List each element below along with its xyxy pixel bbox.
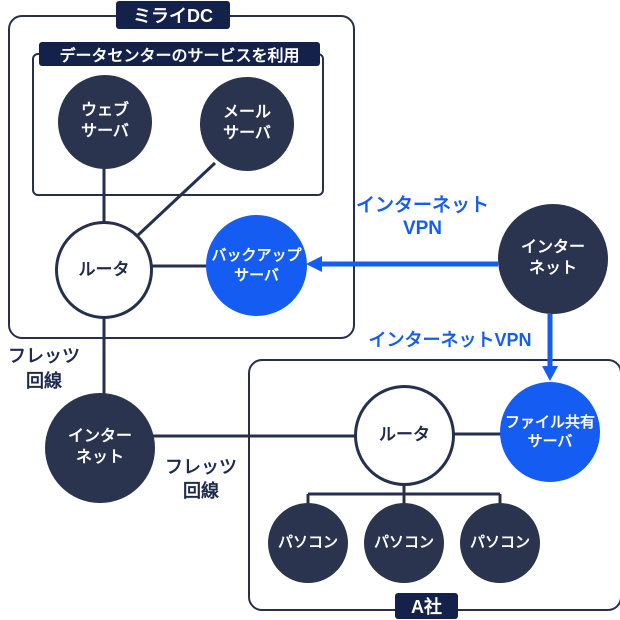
node-pc-3: パソコン: [460, 503, 540, 583]
node-internet-bottom: インター ネット: [45, 393, 155, 503]
node-backup-server: バックアップ サーバ: [206, 215, 307, 316]
node-pc-1: パソコン: [268, 503, 348, 583]
vpn-label-right: インターネット VPN: [355, 195, 489, 239]
vpn-arrow-to-fileserver: [542, 314, 558, 381]
connector-mail-to-router: [134, 161, 217, 239]
vpn-label-lower: インターネットVPN: [368, 330, 532, 350]
flets-label-left: フレッツ 回線: [8, 346, 80, 391]
node-internet-top: インター ネット: [498, 204, 608, 314]
node-company-router: ルータ: [354, 385, 455, 486]
node-dc-router: ルータ: [55, 221, 153, 319]
connector-router-to-pcs-bus: [306, 482, 502, 504]
vpn-arrow-to-backup: [306, 256, 498, 272]
node-web-server: ウェブ サーバ: [58, 75, 152, 169]
company-title-badge: A社: [395, 593, 458, 619]
node-pc-2: パソコン: [364, 503, 444, 583]
dc-service-badge: データセンターのサービスを利用: [39, 42, 320, 66]
dc-title-badge: ミライDC: [116, 1, 230, 29]
node-mail-server: メール サーバ: [200, 77, 294, 171]
flets-label-mid: フレッツ 回線: [165, 457, 237, 501]
node-file-server: ファイル共有 サーバ: [500, 382, 600, 482]
